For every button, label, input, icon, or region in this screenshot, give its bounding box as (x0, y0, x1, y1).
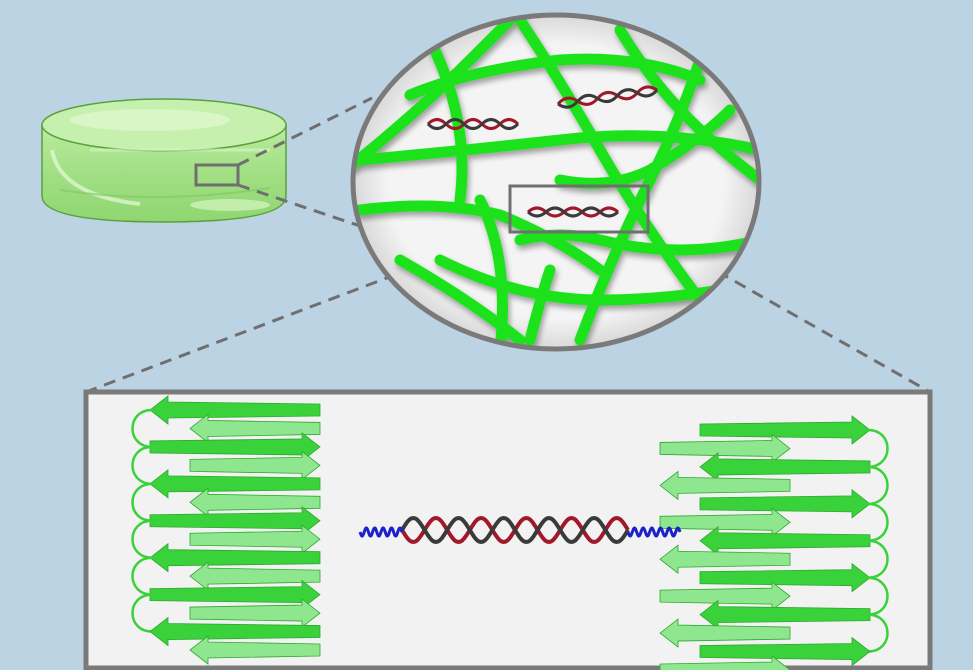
beta-strand-right-10 (699, 599, 871, 630)
beta-turn-left-6 (131, 519, 153, 559)
beta-strand-left-12 (149, 616, 321, 647)
beta-turn-right-8 (867, 576, 889, 616)
beta-turn-right-0 (867, 428, 889, 469)
beta-turn-right-6 (867, 539, 889, 579)
beta-strand-right-0 (699, 415, 871, 445)
beta-strand-right-7 (659, 544, 791, 575)
beta-strand-left-1 (189, 413, 321, 444)
beta-sheet-stack-left (131, 395, 321, 665)
zoom-lines (85, 96, 931, 394)
beta-strand-left-11 (189, 598, 321, 628)
beta-strand-right-13 (659, 655, 791, 670)
beta-strand-left-10 (149, 579, 321, 610)
beta-turn-left-2 (131, 445, 153, 486)
beta-strand-left-3 (189, 450, 321, 481)
beta-turn-right-2 (867, 465, 889, 506)
beta-strand-right-2 (699, 452, 871, 482)
beta-turn-right-10 (867, 613, 889, 653)
dna-double-helix (400, 515, 630, 545)
beta-strand-left-6 (149, 505, 321, 536)
beta-sheet-stack-right (659, 415, 889, 670)
hydrogel-zoom-box (194, 163, 240, 187)
beta-strand-right-11 (659, 618, 791, 648)
fiber-network (350, 12, 762, 352)
beta-turn-right-4 (867, 502, 889, 543)
beta-strand-right-12 (699, 636, 871, 667)
beta-strand-left-13 (189, 635, 321, 665)
beta-turn-left-8 (131, 556, 153, 596)
beta-turn-left-0 (131, 408, 153, 449)
beta-strand-left-8 (149, 542, 321, 573)
hydrogel-disc (41, 98, 287, 223)
beta-strand-right-8 (699, 562, 871, 593)
beta-strand-right-9 (659, 581, 791, 611)
beta-strand-left-5 (189, 487, 321, 518)
beta-strand-right-6 (699, 525, 871, 556)
beta-strand-right-4 (699, 489, 871, 519)
protein-dna-panel (83, 389, 933, 670)
linker (358, 526, 682, 538)
beta-strand-left-4 (149, 469, 321, 499)
beta-strand-right-3 (659, 470, 791, 501)
beta-turn-left-10 (131, 593, 153, 633)
beta-strand-left-0 (149, 395, 321, 425)
beta-strand-left-9 (189, 561, 321, 591)
network-dna-helices (426, 85, 659, 218)
network-zoom-box (508, 184, 650, 234)
beta-strand-left-2 (149, 432, 321, 462)
beta-strand-right-1 (659, 433, 791, 464)
beta-turn-left-4 (131, 482, 153, 523)
beta-strand-left-7 (189, 524, 321, 555)
